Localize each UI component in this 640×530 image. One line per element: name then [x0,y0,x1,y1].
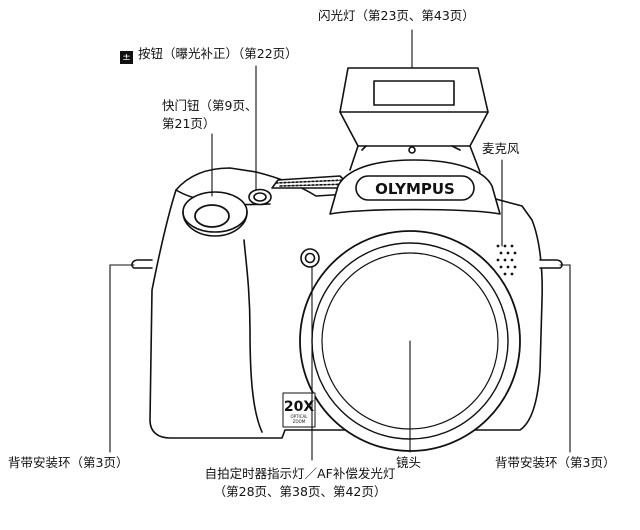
shutter-ring [182,211,248,237]
microphone-holes [496,244,517,276]
label-shutter-line2: 第21页） [162,116,216,131]
flash-window [373,80,455,106]
label-shutter-line1: 快门钮（第9页、 [162,98,258,113]
label-exposure-text: 按钮（曝光补正）（第22页） [138,46,298,61]
zoom-badge-box [282,392,316,428]
label-strap-left: 背带安装环（第3页） [8,455,129,470]
zoom-badge-sub2: ZOOM [293,419,306,424]
exposure-compensation-icon: ± [120,51,133,64]
zoom-badge-sub1: OPTICAL [291,414,309,419]
label-flash: 闪光灯（第23页、第43页） [318,8,475,23]
shutter-button-inner [194,204,230,228]
exposure-button [248,188,272,206]
strap-eyelet-right [539,259,563,269]
label-microphone: 麦克风 [482,141,520,156]
brand-plate [355,175,475,201]
brand-logo: OLYMPUS [375,180,455,198]
label-strap-right: 背带安装环（第3页） [495,455,616,470]
self-timer-lamp [300,248,320,268]
label-exposure-button: ± 按钮（曝光补正）（第22页） [120,46,298,64]
zoom-badge-text: 20X [284,399,314,415]
label-lens: 镜头 [396,455,422,470]
grip-contour [243,239,263,433]
label-self-timer-line2: （第28页、第38页、第42页） [213,484,387,499]
label-self-timer-line1: 自拍定时器指示灯／AF补偿发光灯 [204,466,396,481]
flash-head [339,67,489,147]
flash-sensor [408,146,416,154]
strap-eyelet-left [131,259,153,269]
